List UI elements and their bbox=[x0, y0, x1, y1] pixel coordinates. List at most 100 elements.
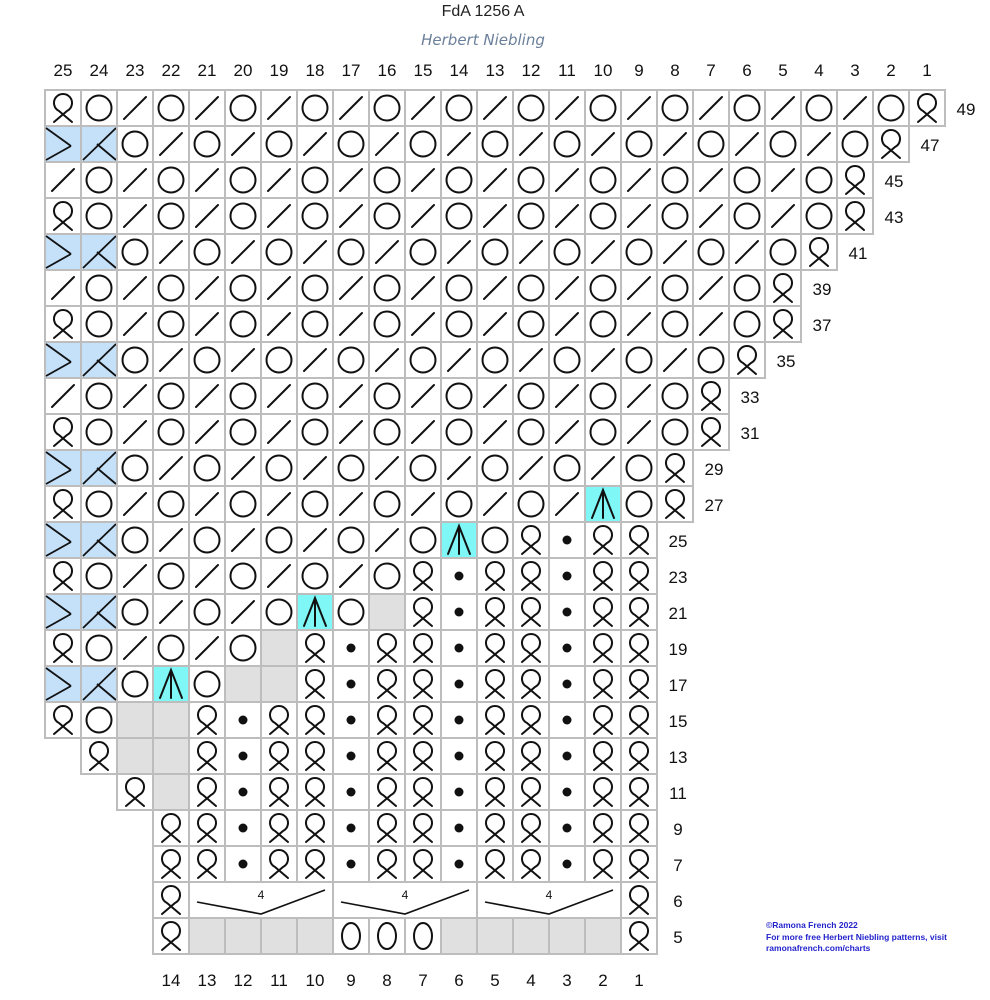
twisted-knit-cell bbox=[44, 557, 82, 595]
twisted-stitch-icon bbox=[629, 596, 649, 627]
k2tog-cell bbox=[836, 89, 874, 127]
k2tog-icon bbox=[843, 96, 867, 120]
yarn-over-cell bbox=[584, 377, 622, 415]
purl-dot-icon bbox=[454, 643, 464, 653]
row-number: 21 bbox=[669, 604, 688, 623]
yarn-over-icon bbox=[373, 202, 401, 230]
yarn-over-cell bbox=[368, 269, 406, 307]
column-number: 19 bbox=[270, 61, 289, 80]
k2tog-icon bbox=[519, 456, 543, 480]
k2tog-cell bbox=[692, 269, 730, 307]
twisted-knit-cell bbox=[152, 917, 190, 955]
yarn-over-icon bbox=[193, 598, 221, 626]
twisted-knit-cell bbox=[404, 809, 442, 847]
twisted-stitch-icon bbox=[305, 632, 325, 663]
yarn-over-cell bbox=[116, 125, 154, 163]
bottom-column-number: 11 bbox=[270, 971, 288, 990]
designer-name: Herbert Niebling bbox=[421, 31, 545, 49]
yarn-over-icon bbox=[85, 562, 113, 590]
twisted-stitch-icon bbox=[521, 560, 541, 591]
column-number: 2 bbox=[886, 61, 895, 80]
k2tog-cell bbox=[152, 521, 190, 559]
central-double-decrease-cell bbox=[584, 485, 622, 523]
yarn-over-cell bbox=[260, 449, 298, 487]
purl-dot-icon bbox=[562, 535, 572, 545]
chart-row-19: 19 bbox=[44, 629, 687, 667]
yarn-over-icon bbox=[301, 490, 329, 518]
yarn-over-icon bbox=[229, 382, 257, 410]
k2tog-icon bbox=[375, 132, 399, 156]
bottom-column-number: 6 bbox=[454, 971, 463, 990]
k2tog-icon bbox=[627, 168, 651, 192]
k2tog-cell bbox=[332, 89, 370, 127]
k2tog-icon bbox=[339, 168, 363, 192]
k2tog-icon bbox=[663, 240, 687, 264]
twisted-stitch-icon bbox=[629, 560, 649, 591]
k2tog-cell bbox=[116, 161, 154, 199]
purl-dot-icon bbox=[562, 679, 572, 689]
copyright-footer: ©Ramona French 2022 For more free Herber… bbox=[766, 920, 947, 955]
k2tog-icon bbox=[483, 96, 507, 120]
twisted-stitch-icon bbox=[53, 416, 73, 447]
k2tog-icon bbox=[159, 456, 183, 480]
twisted-knit-cell bbox=[404, 773, 442, 811]
twisted-stitch-icon bbox=[197, 848, 217, 879]
twisted-stitch-icon bbox=[485, 704, 505, 735]
yarn-over-cell bbox=[116, 233, 154, 271]
row-number: 29 bbox=[705, 460, 724, 479]
twisted-knit-cell bbox=[584, 629, 622, 667]
k2tog-cell bbox=[44, 269, 82, 307]
row-number: 17 bbox=[669, 676, 688, 695]
purl-cell bbox=[332, 809, 370, 847]
k2tog-cell bbox=[116, 305, 154, 343]
yarn-over-icon bbox=[697, 130, 725, 158]
yarn-over-cell bbox=[512, 485, 550, 523]
yarn-over-cell bbox=[188, 233, 226, 271]
twisted-knit-cell bbox=[260, 845, 298, 883]
k2tog-icon bbox=[267, 276, 291, 300]
bottom-column-number: 12 bbox=[234, 971, 253, 990]
yarn-over-cell bbox=[620, 485, 658, 523]
yarn-over-cell bbox=[656, 161, 694, 199]
yarn-over-icon bbox=[517, 310, 545, 338]
yarn-over-icon bbox=[229, 310, 257, 338]
yarn-over-icon bbox=[445, 310, 473, 338]
yarn-over-cell bbox=[368, 89, 406, 127]
chart-row-11: 11 bbox=[116, 773, 687, 811]
purl-cell bbox=[224, 701, 262, 739]
yarn-over-cell bbox=[152, 89, 190, 127]
yarn-over-cell bbox=[152, 377, 190, 415]
yarn-over-icon bbox=[409, 526, 437, 554]
yarn-over-icon bbox=[841, 130, 869, 158]
yarn-over-cell bbox=[548, 449, 586, 487]
yarn-over-icon bbox=[121, 670, 149, 698]
twisted-stitch-icon bbox=[629, 704, 649, 735]
twisted-knit-cell bbox=[620, 701, 658, 739]
twisted-knit-cell bbox=[476, 701, 514, 739]
k2tog-icon bbox=[195, 636, 219, 660]
no-stitch-cell bbox=[260, 629, 298, 667]
bottom-column-number: 8 bbox=[382, 971, 391, 990]
k2tog-icon bbox=[123, 564, 147, 588]
twisted-knit-cell bbox=[476, 665, 514, 703]
yarn-over-icon bbox=[661, 94, 689, 122]
k2tog-icon bbox=[411, 276, 435, 300]
yarn-over-cell bbox=[188, 449, 226, 487]
yarn-over-icon bbox=[733, 94, 761, 122]
twisted-stitch-icon bbox=[305, 848, 325, 879]
twisted-knit-cell bbox=[116, 773, 154, 811]
twisted-stitch-icon bbox=[413, 632, 433, 663]
yarn-over-icon bbox=[661, 418, 689, 446]
k2tog-cell bbox=[116, 557, 154, 595]
twisted-knit-cell bbox=[404, 845, 442, 883]
k2tog-cell bbox=[116, 377, 154, 415]
yarn-over-icon bbox=[805, 94, 833, 122]
footer-link[interactable]: ramonafrench.com/charts bbox=[766, 943, 871, 953]
twisted-knit-cell bbox=[584, 593, 622, 631]
column-number: 3 bbox=[850, 61, 859, 80]
yarn-over-cell bbox=[440, 413, 478, 451]
k2tog-cell bbox=[404, 377, 442, 415]
yarn-over-cell bbox=[80, 557, 118, 595]
twisted-stitch-icon bbox=[485, 632, 505, 663]
